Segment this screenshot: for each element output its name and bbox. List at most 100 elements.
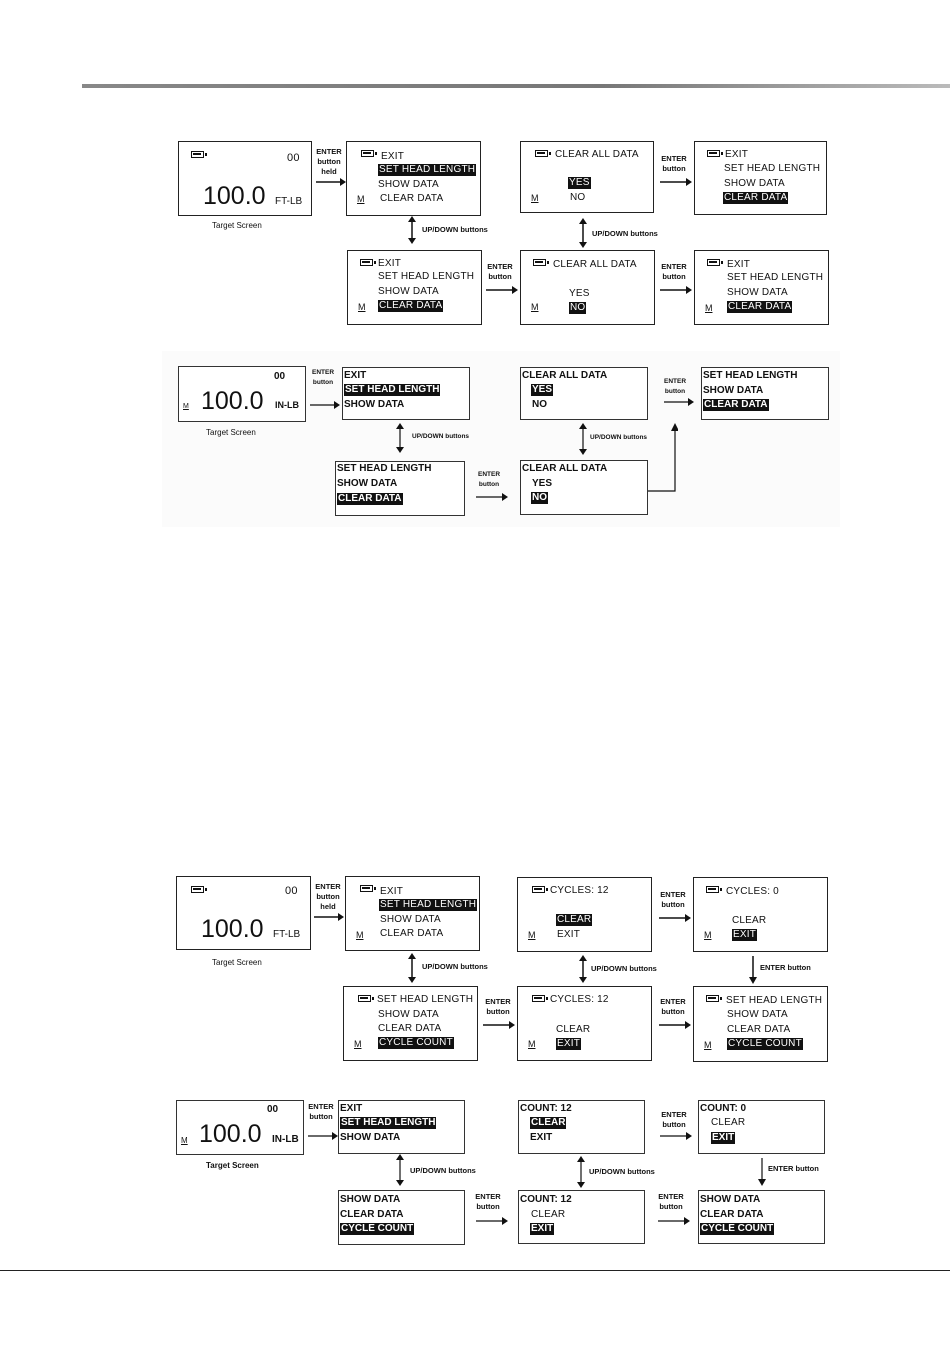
option-clear: CLEAR	[556, 914, 593, 926]
mode-indicator: M	[357, 194, 365, 204]
battery-icon	[706, 995, 722, 1002]
menu-cycle-count: CYCLE COUNT	[727, 1038, 803, 1050]
right-arrow-icon	[660, 178, 692, 186]
menu-screen: EXIT SET HEAD LENGTH SHOW DATA M CLEAR D…	[345, 876, 480, 951]
clear-all-data-title: CLEAR ALL DATA	[553, 259, 637, 270]
menu-exit: EXIT	[727, 259, 751, 270]
up-down-label: UP/DOWN buttons	[410, 1166, 476, 1175]
up-down-label: UP/DOWN buttons	[591, 964, 657, 973]
option-clear: CLEAR	[732, 915, 767, 926]
option-yes: YES	[531, 384, 554, 396]
menu-screen-cycle-count: SET HEAD LENGTH SHOW DATA CLEAR DATA M C…	[343, 986, 478, 1061]
enter-button-label: ENTER button	[308, 1102, 334, 1121]
mode-indicator: M	[528, 1039, 536, 1049]
cycles-title: CYCLES: 12	[550, 885, 609, 896]
menu-clear-data: CLEAR DATA	[703, 399, 769, 411]
torque-unit: IN-LB	[275, 400, 299, 410]
count-screen: COUNT: 12 CLEAR EXIT	[518, 1190, 645, 1244]
enter-button-label: ENTER button	[311, 369, 335, 386]
down-arrow-icon	[749, 956, 757, 984]
count-title: COUNT: 0	[700, 1103, 747, 1114]
option-no: NO	[569, 302, 587, 314]
menu-clear-data: CLEAR DATA	[337, 493, 403, 505]
menu-screen: EXIT SET HEAD LENGTH SHOW DATA M CLEAR D…	[346, 141, 481, 216]
header-rule	[82, 84, 950, 88]
menu-clear-data: CLEAR DATA	[727, 1024, 791, 1035]
mode-indicator: M	[528, 930, 536, 940]
menu-screen-clear-data: SET HEAD LENGTH SHOW DATA CLEAR DATA	[335, 461, 465, 516]
menu-show-data: SHOW DATA	[380, 914, 441, 925]
battery-icon	[532, 886, 548, 893]
menu-set-head-length: SET HEAD LENGTH	[378, 271, 475, 282]
option-exit: EXIT	[732, 929, 758, 941]
mode-indicator: M	[358, 302, 366, 312]
up-down-label: UP/DOWN buttons	[592, 229, 658, 238]
up-down-label: UP/DOWN buttons	[589, 1167, 655, 1176]
right-arrow-icon	[316, 178, 346, 186]
right-arrow-icon	[476, 493, 508, 501]
option-exit: EXIT	[556, 1038, 582, 1050]
menu-screen-cycle-count: SHOW DATA CLEAR DATA CYCLE COUNT	[698, 1190, 825, 1244]
menu-screen-cycle-count: SET HEAD LENGTH SHOW DATA CLEAR DATA M C…	[693, 986, 828, 1062]
menu-show-data: SHOW DATA	[724, 178, 785, 189]
enter-button-label: ENTER button	[658, 1192, 684, 1211]
menu-show-data: SHOW DATA	[337, 478, 398, 489]
menu-set-head-length: SET HEAD LENGTH	[703, 370, 798, 381]
up-down-label: UP/DOWN buttons	[422, 225, 488, 234]
menu-set-head-length: SET HEAD LENGTH	[726, 995, 823, 1006]
zeros-readout: 00	[287, 152, 300, 164]
right-arrow-icon	[659, 1021, 691, 1029]
right-arrow-icon	[660, 286, 692, 294]
torque-unit: IN-LB	[272, 1134, 299, 1145]
up-down-arrow-icon	[396, 1154, 404, 1186]
menu-screen-clear-data: SET HEAD LENGTH SHOW DATA CLEAR DATA	[701, 367, 829, 420]
footer-rule	[0, 1270, 950, 1271]
option-yes: YES	[569, 288, 590, 299]
up-down-arrow-icon	[408, 216, 416, 244]
menu-set-head-length: SET HEAD LENGTH	[344, 384, 441, 396]
menu-exit: EXIT	[380, 886, 404, 897]
up-down-label: UP/DOWN buttons	[412, 433, 470, 440]
menu-screen-clear-data: EXIT SET HEAD LENGTH SHOW DATA M CLEAR D…	[694, 250, 829, 325]
battery-icon	[191, 151, 207, 158]
clear-all-data-screen: CLEAR ALL DATA YES NO	[520, 367, 648, 420]
target-screen-lcd: 00 100.0 FT-LB	[178, 141, 312, 216]
up-down-label: UP/DOWN buttons	[422, 962, 488, 971]
option-exit: EXIT	[557, 929, 581, 940]
torque-unit: FT-LB	[273, 929, 301, 940]
mode-indicator: M	[704, 1040, 712, 1050]
menu-show-data: SHOW DATA	[378, 286, 439, 297]
option-clear: CLEAR	[530, 1117, 567, 1129]
torque-value: 100.0	[201, 387, 264, 415]
enter-button-label: ENTER button	[660, 997, 686, 1016]
cycles-screen: CYCLES: 12 CLEAR M EXIT	[517, 986, 652, 1061]
menu-set-head-length: SET HEAD LENGTH	[727, 272, 824, 283]
menu-exit: EXIT	[725, 149, 749, 160]
enter-held-label: ENTER button held	[315, 882, 341, 911]
menu-set-head-length: SET HEAD LENGTH	[378, 164, 477, 176]
target-screen-caption: Target Screen	[212, 221, 262, 230]
menu-show-data: SHOW DATA	[378, 179, 439, 190]
up-down-arrow-icon	[579, 955, 587, 983]
up-down-arrow-icon	[577, 1156, 585, 1188]
zeros-readout: 00	[267, 1104, 279, 1115]
target-screen-caption: Target Screen	[212, 958, 262, 967]
mode-indicator: M	[531, 193, 539, 203]
menu-show-data: SHOW DATA	[340, 1194, 401, 1205]
enter-button-label: ENTER button	[660, 890, 686, 909]
up-down-label: UP/DOWN buttons	[590, 434, 648, 441]
cycles-screen: CYCLES: 12 CLEAR M EXIT	[517, 877, 652, 952]
enter-button-label: ENTER button	[477, 471, 501, 488]
menu-set-head-length: SET HEAD LENGTH	[337, 463, 432, 474]
option-clear: CLEAR	[711, 1117, 746, 1128]
menu-show-data: SHOW DATA	[378, 1009, 439, 1020]
menu-clear-data: CLEAR DATA	[340, 1209, 404, 1220]
enter-button-label: ENTER button	[768, 1164, 819, 1173]
down-arrow-icon	[758, 1158, 766, 1186]
battery-icon	[533, 259, 549, 266]
clear-data-diagram-in: 00 M 100.0 IN-LB Target Screen ENTER but…	[162, 351, 840, 527]
torque-value: 100.0	[203, 182, 266, 210]
right-arrow-icon	[310, 401, 340, 409]
enter-button-label: ENTER button	[760, 963, 811, 972]
menu-set-head-length: SET HEAD LENGTH	[724, 163, 821, 174]
